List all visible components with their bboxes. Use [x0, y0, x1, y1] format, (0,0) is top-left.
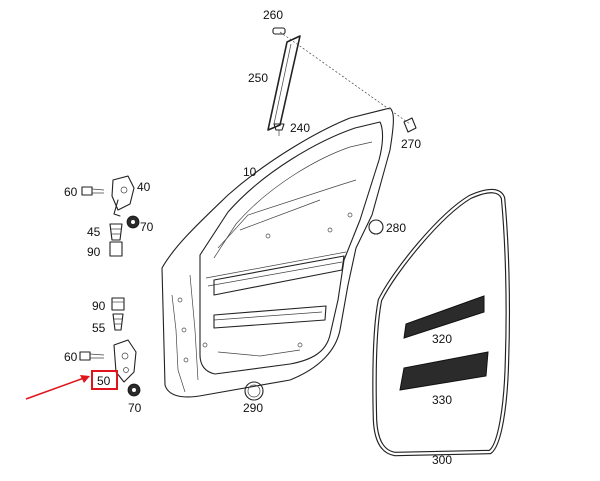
label-45: 45 — [87, 225, 101, 239]
label-50: 50 — [97, 374, 111, 388]
bolt-60-upper — [81, 186, 105, 196]
nut-70-upper — [126, 215, 140, 229]
label-270: 270 — [401, 137, 421, 151]
label-60-lower: 60 — [64, 350, 78, 364]
stud-55 — [112, 313, 124, 331]
label-55: 55 — [92, 321, 106, 335]
highlight-box-50 — [91, 370, 118, 390]
stud-45 — [109, 223, 123, 241]
door-shell — [161, 107, 394, 398]
plug-280 — [368, 219, 384, 235]
label-240: 240 — [290, 121, 310, 135]
label-250: 250 — [248, 71, 268, 85]
label-90-lower: 90 — [92, 299, 106, 313]
highlight-arrow — [25, 375, 90, 400]
door-seal — [372, 188, 511, 457]
label-70-upper: 70 — [140, 220, 154, 234]
label-90-upper: 90 — [87, 245, 101, 259]
label-70-lower: 70 — [128, 401, 142, 415]
label-40: 40 — [137, 180, 151, 194]
window-trim-strip — [267, 35, 301, 131]
label-60-upper: 60 — [64, 185, 78, 199]
pad-330 — [399, 351, 489, 391]
grommet-290 — [244, 381, 264, 401]
upper-hinge — [111, 175, 135, 217]
bolt-60-lower — [79, 351, 105, 361]
nut-90-lower — [111, 297, 125, 311]
label-320: 320 — [432, 332, 452, 346]
pin-260 — [272, 27, 286, 35]
label-330: 330 — [432, 393, 452, 407]
label-280: 280 — [386, 221, 406, 235]
nut-90-upper — [109, 241, 123, 257]
label-260: 260 — [263, 8, 283, 22]
screw-240 — [273, 123, 285, 136]
leader-260-270 — [279, 31, 411, 125]
label-290: 290 — [243, 401, 263, 415]
pad-320 — [403, 295, 485, 339]
label-300: 300 — [432, 453, 452, 467]
nut-70-lower — [127, 383, 141, 397]
clip-270 — [403, 117, 417, 133]
label-10: 10 — [243, 165, 257, 179]
